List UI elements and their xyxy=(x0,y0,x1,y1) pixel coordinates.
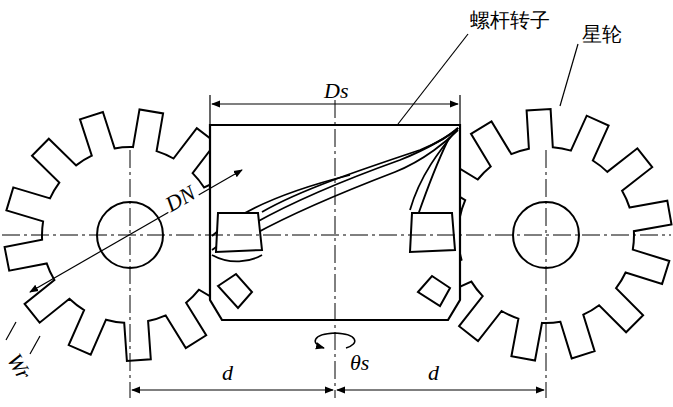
part-label: 星轮 xyxy=(582,24,622,44)
dimension-label: d xyxy=(222,362,233,384)
dimension-label: Wr xyxy=(3,350,35,383)
rotation-label: θs xyxy=(350,352,369,374)
dimension-label: Ds xyxy=(324,80,348,102)
dimension-label: d xyxy=(428,362,439,384)
part-label: 螺杆转子 xyxy=(470,10,550,30)
